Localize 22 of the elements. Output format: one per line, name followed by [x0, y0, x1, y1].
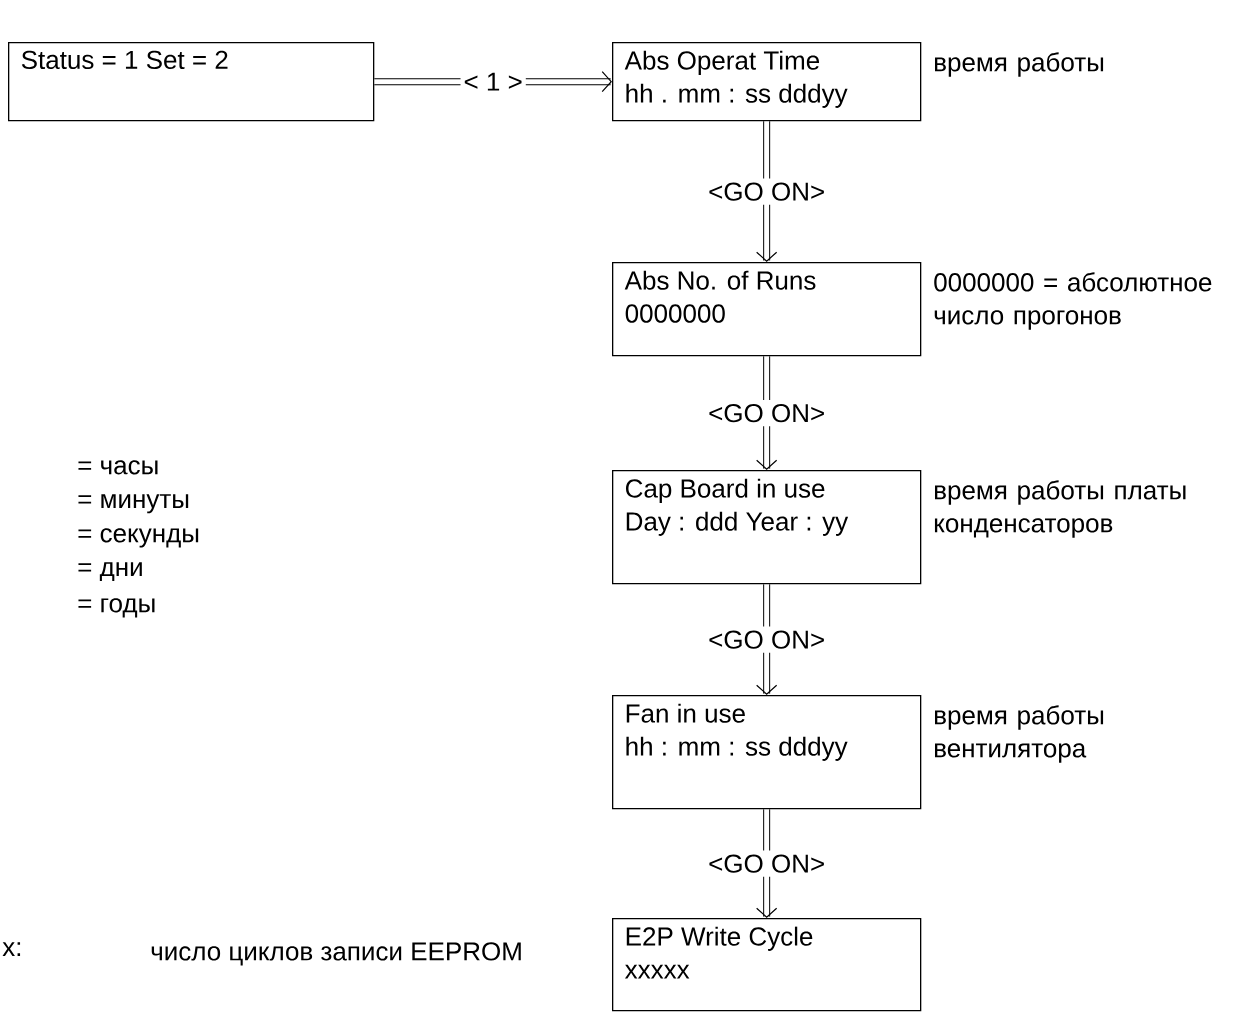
edge-label: < 1 > [460, 68, 526, 95]
display-box: Status = 1 Set = 2 [8, 42, 375, 122]
note-text: = минуты [78, 494, 189, 514]
edge-label: <GO ON> [705, 850, 829, 877]
note-text: время работы [935, 52, 1104, 77]
note-text: = секунды [78, 528, 199, 548]
note-text: = годы [78, 598, 155, 618]
note-text: время работы вентилятора [935, 705, 1104, 763]
display-box: Abs No. of Runs 0000000 [612, 262, 922, 357]
note-text: = часы [78, 460, 158, 475]
display-box: Fan in use hh : mm : ss dddyy [612, 695, 922, 810]
note-text: = дни [78, 562, 142, 582]
edge-label: <GO ON> [705, 626, 829, 653]
note-text: число циклов записи EEPROM [151, 942, 521, 966]
edge-label: <GO ON> [705, 178, 829, 205]
display-box: Cap Board in use Day : ddd Year : yy [612, 470, 922, 585]
display-box: E2P Write Cycle xxxxx [612, 918, 922, 1012]
note-text: время работы платы конденсаторов [934, 480, 1186, 538]
note-text: x: [2, 942, 21, 956]
edge-label: <GO ON> [705, 399, 829, 427]
display-box: Abs Operat Time hh . mm : ss dddyy [612, 42, 922, 122]
note-text: 0000000 = абсолютное число прогонов [934, 272, 1212, 330]
